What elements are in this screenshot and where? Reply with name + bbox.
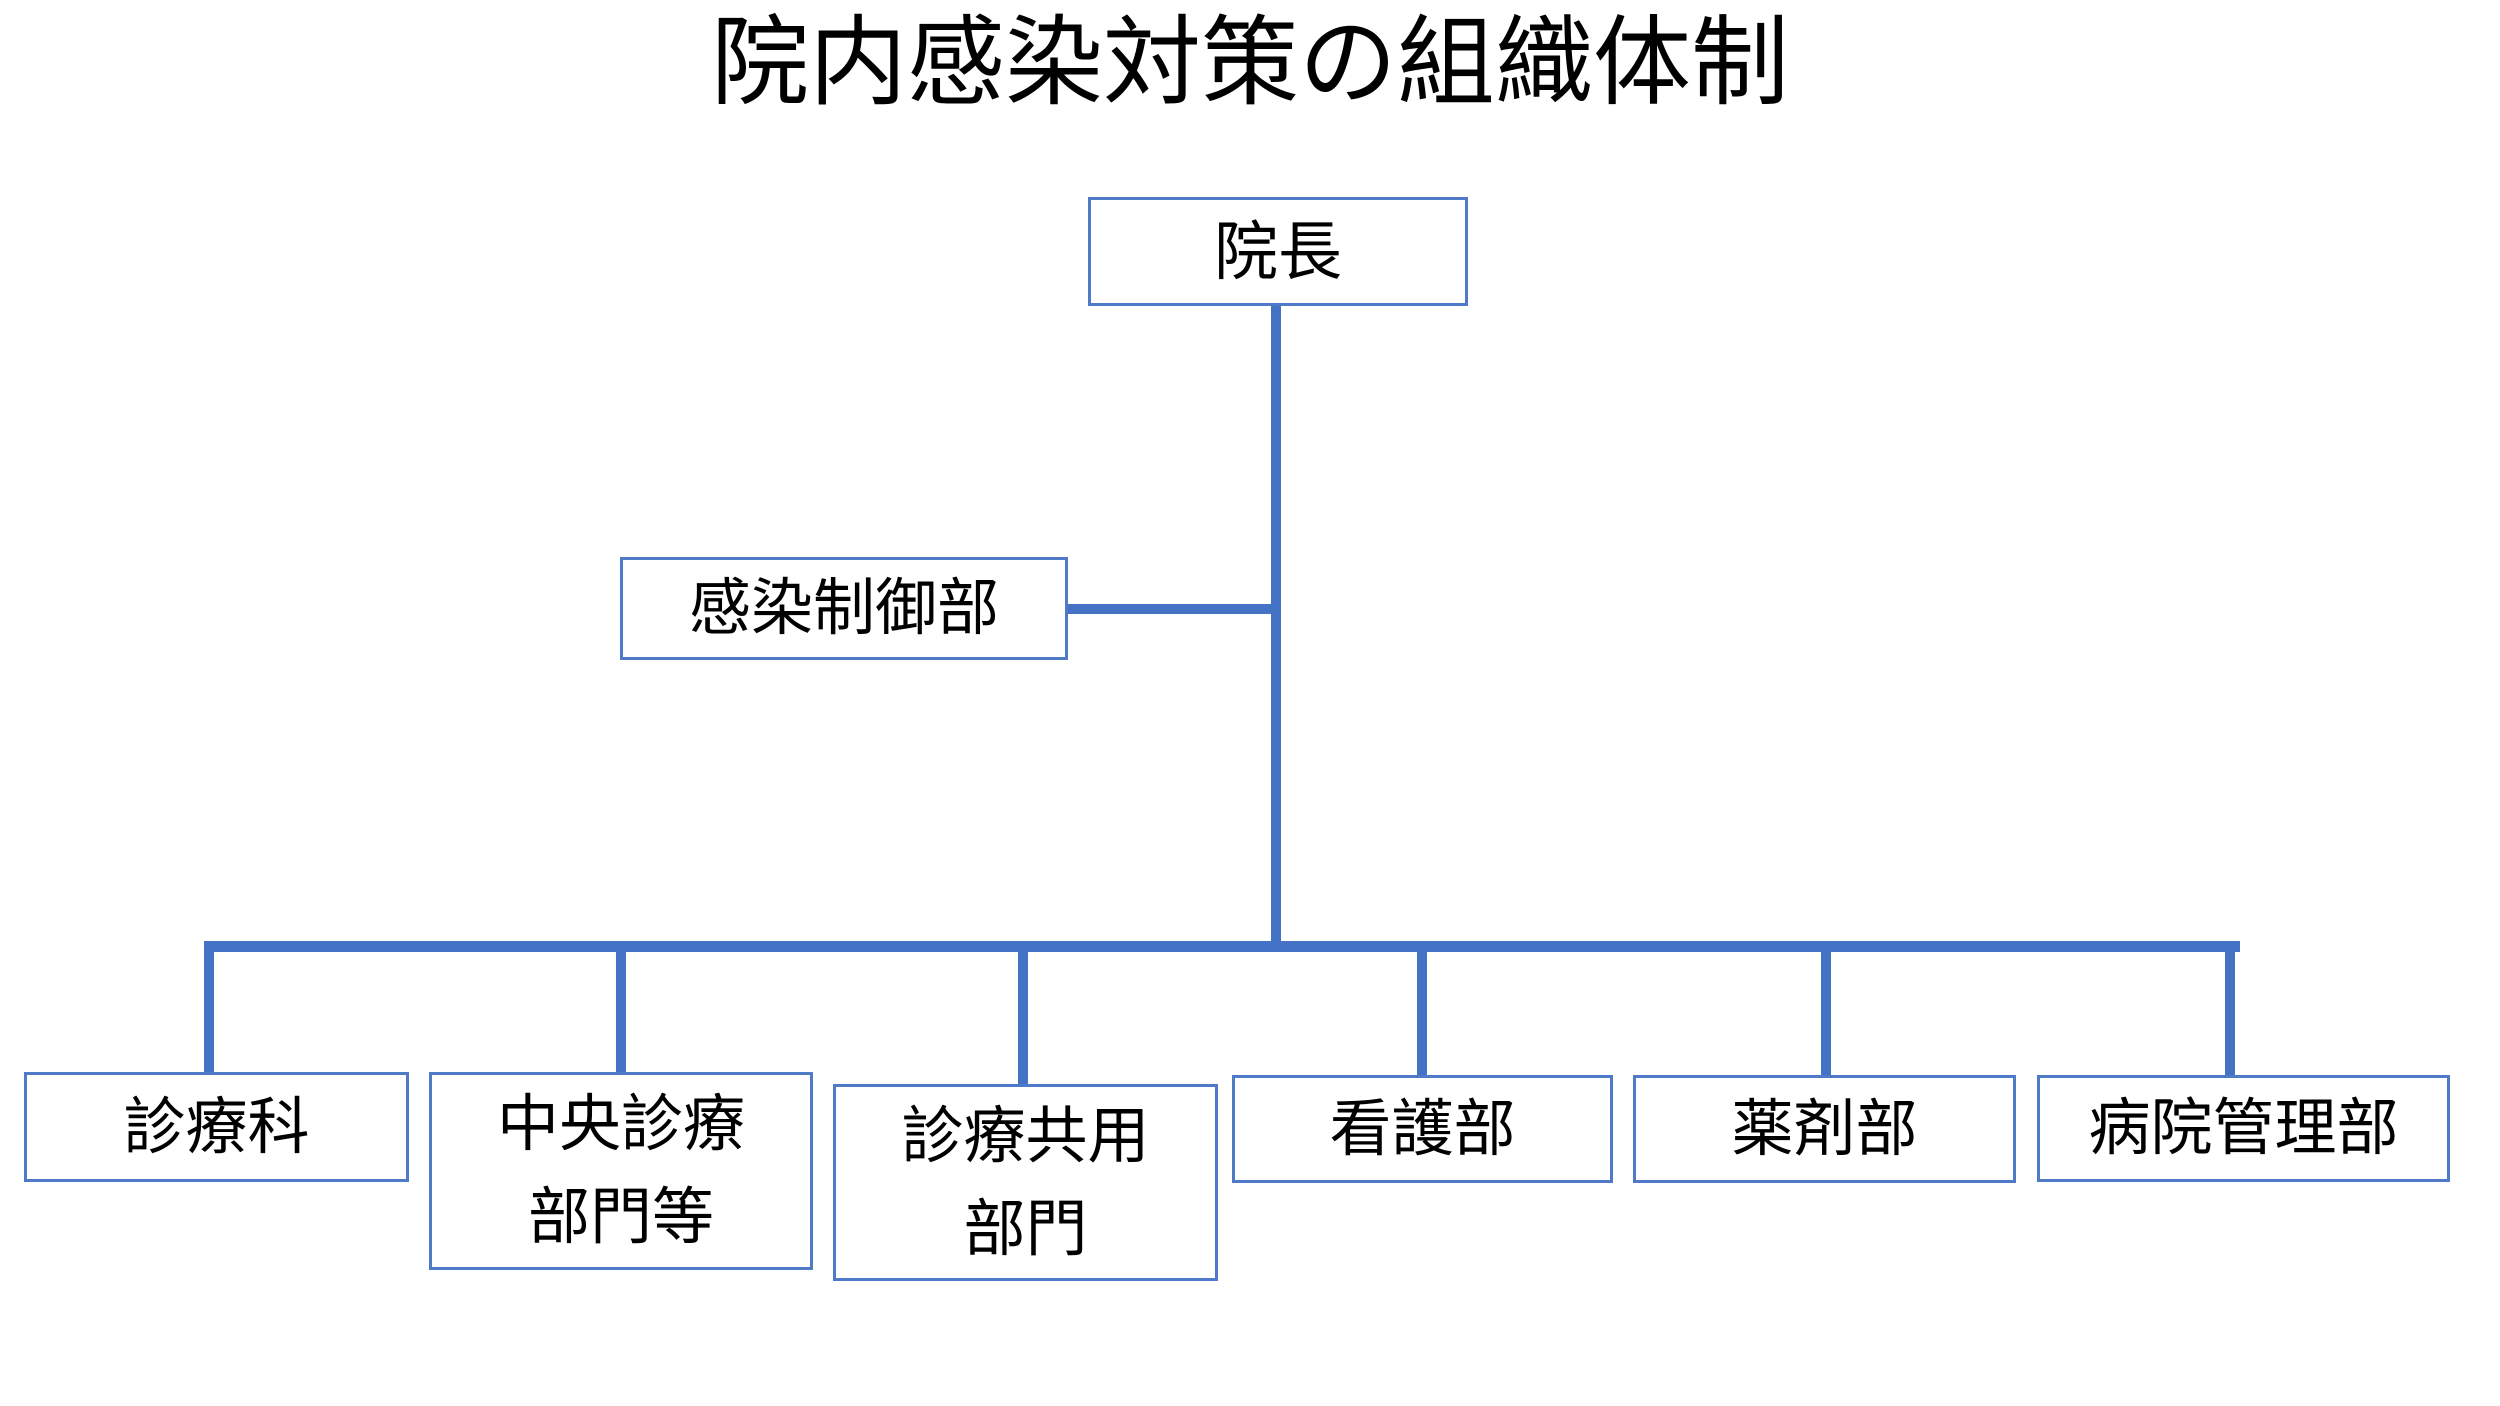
connector-horizontal-bar [205, 941, 2240, 952]
connector-drop-central-clinical [616, 941, 626, 1073]
node-hospital-director: 院長 [1088, 197, 1468, 306]
connector-root-trunk [1271, 305, 1281, 952]
node-shared-clinical-divisions: 診療共用 部門 [833, 1084, 1218, 1281]
diagram-title: 院内感染対策の組織体制 [710, 7, 1789, 117]
node-infection-control-dept: 感染制御部 [620, 557, 1068, 660]
node-nursing-department: 看護部 [1232, 1075, 1613, 1183]
node-medical-departments: 診療科 [24, 1072, 409, 1182]
node-hospital-administration: 病院管理部 [2037, 1075, 2450, 1182]
node-pharmacy-department: 薬剤部 [1633, 1075, 2016, 1183]
connector-staff-branch [1066, 604, 1281, 614]
connector-drop-medical-depts [204, 941, 214, 1073]
connector-drop-shared-clinical [1018, 941, 1028, 1085]
node-central-clinical-divisions: 中央診療 部門等 [429, 1072, 813, 1270]
connector-drop-pharmacy [1821, 941, 1831, 1076]
connector-drop-nursing [1417, 941, 1427, 1076]
connector-drop-hospital-admin [2225, 941, 2235, 1076]
